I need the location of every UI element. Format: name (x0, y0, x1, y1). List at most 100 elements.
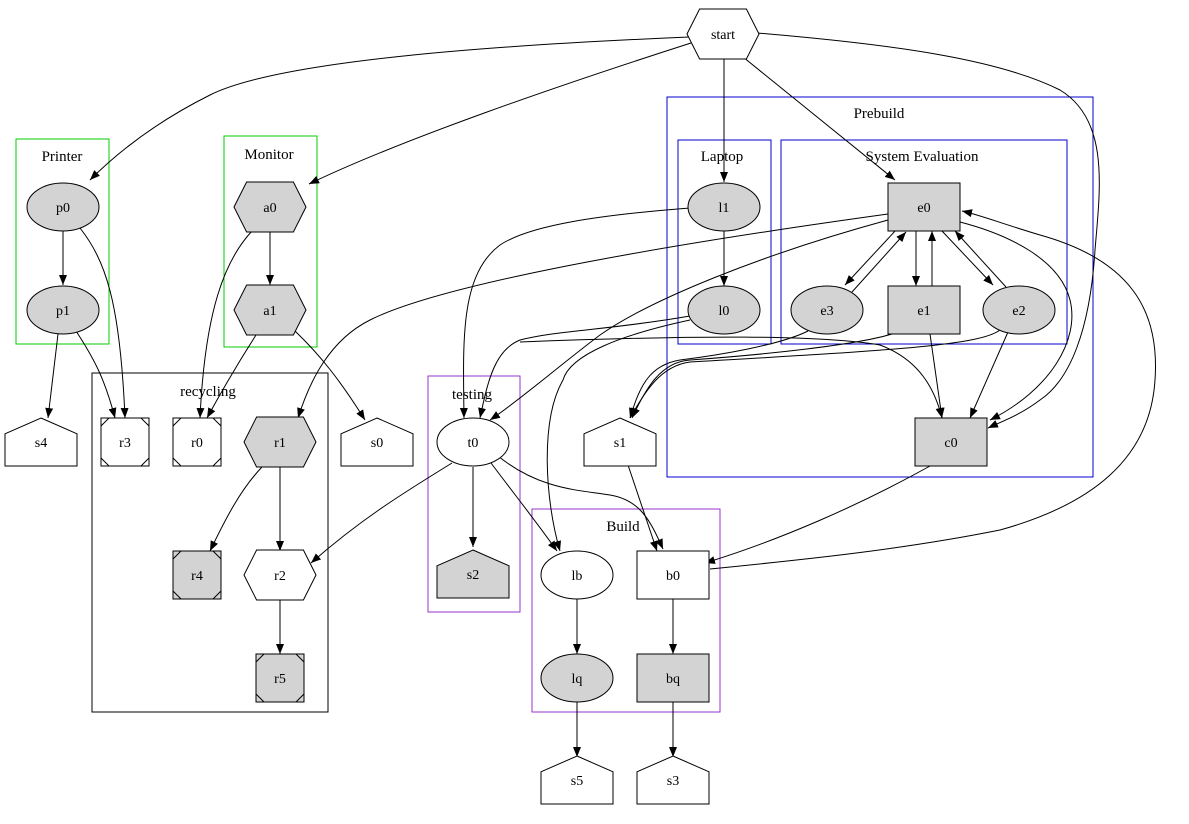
node-label: lq (572, 672, 583, 687)
node-s0[interactable]: s0 (340, 417, 414, 467)
node-shape-box (887, 182, 961, 232)
node-shape-msquare (255, 653, 305, 703)
node-shape-ellipse (540, 653, 614, 703)
node-r4[interactable]: r4 (172, 550, 222, 600)
edge-l1-t0 (459, 207, 691, 419)
edge-e0-c0 (959, 221, 1073, 421)
edge-l0-lb (546, 319, 691, 552)
node-shape-ellipse (26, 285, 100, 335)
edge-t0-lb (490, 462, 558, 552)
node-p0[interactable]: p0 (26, 182, 100, 232)
node-shape-box (914, 417, 988, 467)
node-shape-house (436, 549, 510, 599)
node-start[interactable]: start (686, 8, 760, 60)
node-shape-ellipse (687, 285, 761, 335)
node-e3[interactable]: e3 (790, 285, 864, 335)
node-shape-ellipse (540, 550, 614, 600)
node-shape-house (340, 417, 414, 467)
edge-e0-e3 (844, 229, 897, 286)
cluster-build: Build (531, 508, 721, 713)
edge-t0-r2 (310, 462, 453, 564)
node-s1[interactable]: s1 (583, 417, 657, 467)
msquare-corner-mark (212, 457, 222, 467)
node-label: r1 (274, 436, 286, 451)
msquare-corner-mark (255, 693, 265, 703)
node-shape-ellipse (982, 285, 1056, 335)
node-lb[interactable]: lb (540, 550, 614, 600)
node-shape-house (540, 755, 614, 805)
node-shape-house (636, 755, 710, 805)
edge-p0-r3 (79, 227, 129, 419)
node-e2[interactable]: e2 (982, 285, 1056, 335)
node-s3[interactable]: s3 (636, 755, 710, 805)
node-c0[interactable]: c0 (914, 417, 988, 467)
node-label: s5 (571, 774, 583, 789)
node-l1[interactable]: l1 (687, 182, 761, 232)
cluster-label-recycling: recycling (180, 384, 236, 400)
msquare-corner-mark (172, 590, 182, 600)
msquare-corner-mark (172, 550, 182, 560)
node-shape-hexagon (233, 181, 307, 233)
node-p1[interactable]: p1 (26, 285, 100, 335)
node-r2[interactable]: r2 (243, 549, 317, 601)
edge-start-c0 (756, 32, 1100, 429)
edge-e2-e0 (954, 230, 1007, 288)
node-shape-hexagon (233, 284, 307, 336)
cluster-label-build: Build (606, 519, 640, 535)
node-label: r5 (274, 672, 286, 687)
node-lq[interactable]: lq (540, 653, 614, 703)
node-e1[interactable]: e1 (887, 285, 961, 335)
node-bq[interactable]: bq (636, 653, 710, 703)
node-r1[interactable]: r1 (243, 416, 317, 468)
cluster-label-laptop: Laptop (701, 149, 744, 165)
node-a1[interactable]: a1 (233, 284, 307, 336)
edge-s1-b0 (627, 464, 658, 552)
node-label: s1 (614, 436, 626, 451)
node-shape-box (636, 550, 710, 600)
cluster-recycling: recycling (91, 372, 329, 713)
edge-start-e0 (742, 56, 896, 181)
cluster-monitor: Monitor (223, 135, 318, 348)
edge-r1-r4 (209, 466, 263, 552)
node-a0[interactable]: a0 (233, 181, 307, 233)
edge-e2-s1 (629, 329, 1001, 419)
msquare-corner-mark (100, 417, 110, 427)
node-shape-ellipse (436, 417, 510, 467)
edge-p1-s4 (45, 333, 59, 419)
node-label: r0 (191, 436, 203, 451)
node-label: s0 (371, 436, 383, 451)
node-l0[interactable]: l0 (687, 285, 761, 335)
node-shape-box (636, 653, 710, 703)
node-r3[interactable]: r3 (100, 417, 150, 467)
node-shape-ellipse (26, 182, 100, 232)
msquare-corner-mark (140, 457, 150, 467)
node-shape-msquare (172, 550, 222, 600)
node-label: r2 (274, 569, 286, 584)
node-label: bq (666, 672, 680, 687)
edge-start-a0 (308, 42, 692, 185)
node-r0[interactable]: r0 (172, 417, 222, 467)
edge-e3-s1 (629, 330, 809, 419)
edge-e0-r1 (297, 213, 889, 419)
node-t0[interactable]: t0 (436, 417, 510, 467)
node-s4[interactable]: s4 (4, 417, 78, 467)
node-label: b0 (666, 569, 680, 584)
edge-e3-e0 (851, 231, 907, 293)
node-s2[interactable]: s2 (436, 549, 510, 599)
node-b0[interactable]: b0 (636, 550, 710, 600)
node-label: e0 (917, 201, 930, 216)
edge-a1-r0 (206, 334, 257, 419)
node-e0[interactable]: e0 (887, 182, 961, 232)
cluster-testing: testing (427, 375, 521, 613)
node-label: s2 (467, 568, 479, 583)
node-label: e1 (917, 304, 930, 319)
node-label: lb (572, 569, 583, 584)
node-r5[interactable]: r5 (255, 653, 305, 703)
cluster-label-printer: Printer (42, 149, 83, 165)
cluster-label-system-evaluation: System Evaluation (866, 149, 979, 165)
msquare-corner-mark (295, 693, 305, 703)
node-shape-ellipse (790, 285, 864, 335)
node-s5[interactable]: s5 (540, 755, 614, 805)
node-label: r4 (191, 569, 203, 584)
edge-l0-c0 (519, 336, 944, 419)
